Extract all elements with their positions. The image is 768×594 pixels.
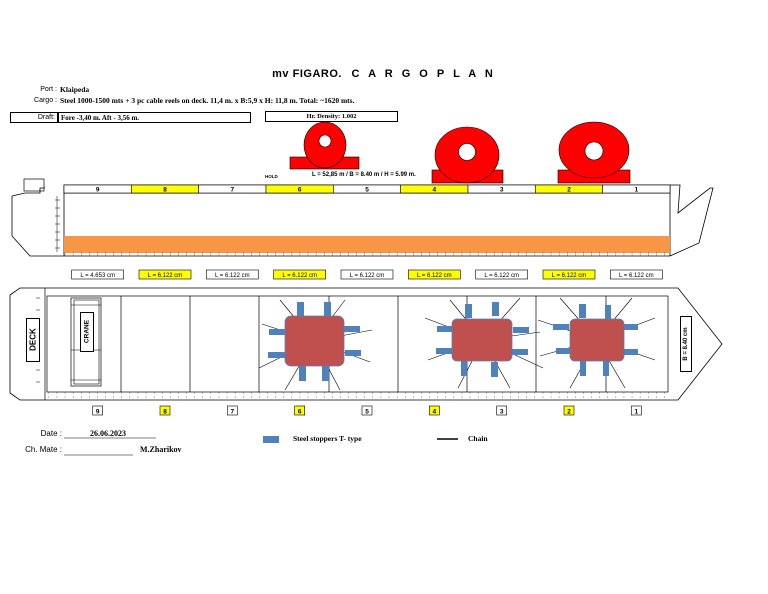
deck-cargo-band bbox=[64, 236, 670, 253]
plan-hold-box-8 bbox=[159, 405, 171, 416]
plan-hold-box-3 bbox=[496, 405, 507, 416]
hold-number-6: 6 bbox=[298, 187, 302, 194]
plan-hold-box-4 bbox=[429, 405, 440, 416]
hold-number-7: 7 bbox=[231, 187, 235, 194]
plan-hold-number-4: 4 bbox=[433, 409, 437, 416]
hold-number-9: 9 bbox=[96, 187, 100, 194]
cargo-label: Cargo : bbox=[34, 97, 57, 104]
hold-length-3: L = 6.122 cm bbox=[484, 273, 519, 279]
plan-hold-box-7 bbox=[227, 405, 238, 416]
hold-number-5: 5 bbox=[365, 187, 369, 194]
hold-length-box-7 bbox=[206, 269, 259, 280]
hold-length-1: L = 6.122 cm bbox=[619, 273, 654, 279]
plan-hold-number-7: 7 bbox=[231, 409, 235, 416]
hold-length-6: L = 6.122 cm bbox=[282, 273, 317, 279]
density-value: Hr. Density: 1.002 bbox=[306, 113, 357, 120]
plan-hold-number-3: 3 bbox=[500, 409, 504, 416]
plan-hold-box-6 bbox=[294, 405, 305, 416]
hold-length-2: L = 6.122 cm bbox=[552, 273, 587, 279]
hold-cell-1 bbox=[602, 184, 671, 194]
mate-value: M.Zharikov bbox=[140, 445, 182, 454]
hold-number-1: 1 bbox=[635, 187, 639, 194]
hold-dimensions: L = 52,85 m / B = 8.40 m / H = 5.99 m. bbox=[312, 172, 416, 178]
draft-value-box: Fore -3,40 m. Aft - 3,56 m. bbox=[58, 112, 251, 123]
hold-length-box-6 bbox=[273, 269, 326, 280]
hold-number-row-profile: 9 8 7 6 5 4 3 2 1 bbox=[63, 184, 671, 194]
cargo-block-1 bbox=[258, 299, 373, 391]
cable-reel-1 bbox=[289, 121, 360, 170]
density-box: Hr. Density: 1.002 bbox=[265, 111, 398, 122]
beam-box: B = 8.40 cm bbox=[680, 316, 692, 372]
plan-hold-box-9 bbox=[92, 405, 103, 416]
hold-length-box-1 bbox=[610, 269, 663, 280]
hold-number-8: 8 bbox=[163, 187, 167, 194]
crane-box: CRANE bbox=[80, 312, 94, 352]
hold-length-box-9 bbox=[71, 269, 124, 280]
date-label: Date : bbox=[40, 429, 62, 438]
hold-number-2: 2 bbox=[567, 187, 571, 194]
plan-hold-box-2 bbox=[563, 405, 575, 416]
hold-label: HOLD bbox=[265, 174, 278, 179]
draft-label: Draft: bbox=[37, 114, 55, 121]
deck-box: DECK bbox=[26, 318, 40, 362]
hold-number-4: 4 bbox=[433, 187, 437, 194]
plan-title: C A R G O P L A N bbox=[351, 68, 496, 80]
hold-number-row-plan: 9 8 7 6 5 4 3 2 1 bbox=[92, 405, 642, 416]
plan-hold-number-1: 1 bbox=[635, 409, 639, 416]
ship-name: mv FIGARO. bbox=[272, 68, 342, 80]
port-value: Klaipeda bbox=[60, 85, 90, 94]
cargo-value: Steel 1000-1500 mts + 3 pc cable reels o… bbox=[60, 96, 355, 105]
port-label: Port : bbox=[40, 86, 57, 93]
hold-length-box-5 bbox=[340, 269, 394, 280]
plan-hold-number-9: 9 bbox=[96, 409, 100, 416]
plan-hold-number-5: 5 bbox=[365, 409, 369, 416]
plan-hold-number-2: 2 bbox=[567, 409, 571, 416]
cargo-block-2 bbox=[424, 297, 544, 389]
cable-reel-3 bbox=[557, 121, 631, 184]
plan-hold-number-8: 8 bbox=[163, 409, 167, 416]
beam-label: B = 8.40 cm bbox=[683, 327, 689, 361]
chain-legend-label: Chain bbox=[468, 434, 488, 443]
hold-length-5: L = 6.122 cm bbox=[350, 273, 385, 279]
plan-hold-number-6: 6 bbox=[298, 409, 302, 416]
hold-length-box-8 bbox=[138, 269, 192, 280]
hold-length-box-4 bbox=[408, 269, 461, 280]
draft-label-box: Draft: bbox=[10, 112, 58, 123]
crane-label: CRANE bbox=[83, 319, 91, 344]
date-value: 26.06.2023 bbox=[90, 429, 126, 438]
plan-hold-box-1 bbox=[631, 405, 642, 416]
hold-length-7: L = 6.122 cm bbox=[215, 273, 250, 279]
hold-length-box-3 bbox=[475, 269, 528, 280]
cargo-block-3 bbox=[537, 297, 656, 389]
stopper-legend-label: Steel stoppers T- type bbox=[293, 434, 362, 443]
hold-length-4: L = 6.122 cm bbox=[417, 273, 452, 279]
hold-number-3: 3 bbox=[500, 187, 504, 194]
plan-hold-box-5 bbox=[361, 405, 373, 416]
hold-length-8: L = 6.122 cm bbox=[148, 273, 183, 279]
deck-label: DECK bbox=[28, 328, 38, 351]
hold-length-box-2 bbox=[542, 269, 596, 280]
cable-reel-2 bbox=[431, 126, 504, 184]
hold-length-row: L = 4.653 cm L = 6.122 cm L = 6.122 cm L = … bbox=[71, 269, 663, 280]
mate-label: Ch. Mate : bbox=[25, 445, 62, 454]
hold-length-9: L = 4.653 cm bbox=[80, 273, 115, 279]
draft-value: Fore -3,40 m. Aft - 3,56 m. bbox=[61, 114, 140, 122]
page-title: mv FIGARO. C A R G O P L A N bbox=[0, 68, 768, 80]
stopper-legend-swatch bbox=[263, 436, 279, 443]
